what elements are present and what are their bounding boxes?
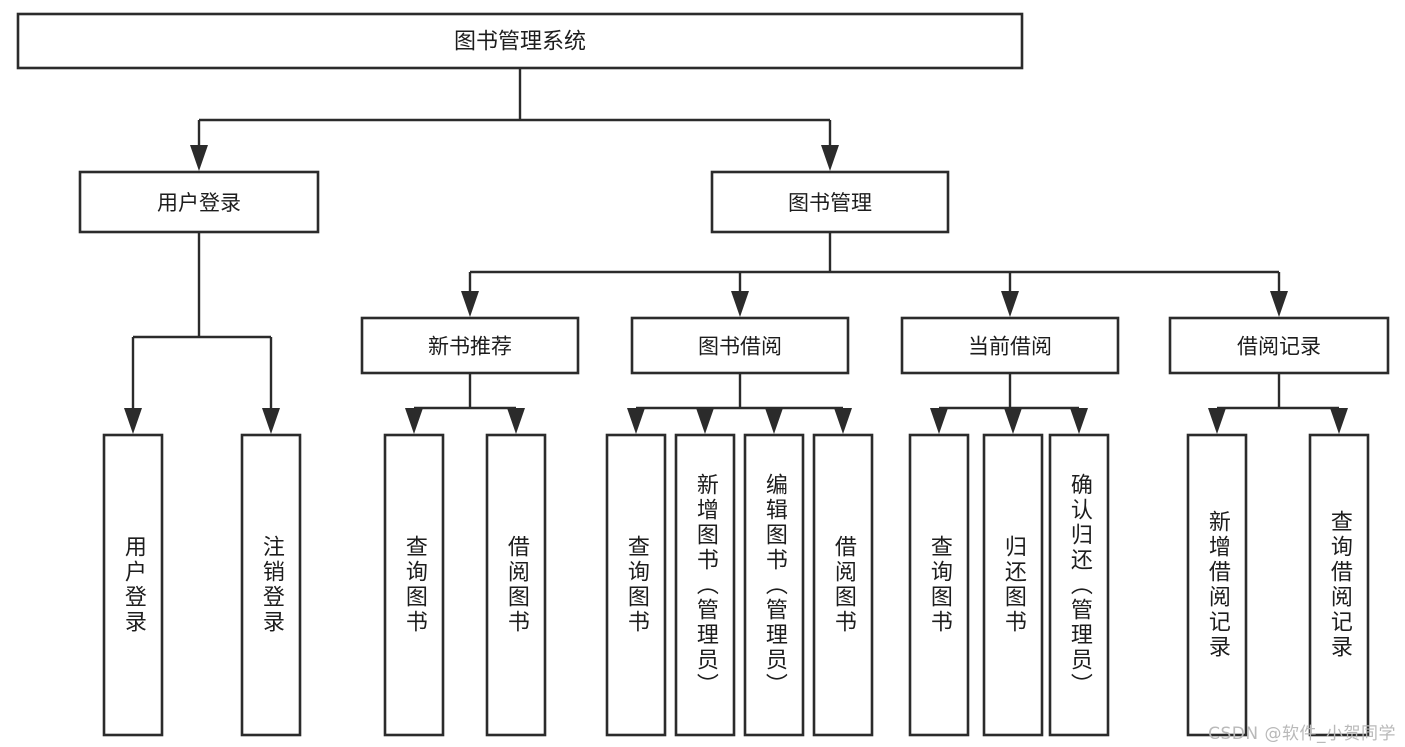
node-label-current-borrow: 当前借阅	[968, 335, 1052, 359]
node-leaf-return-book[interactable]	[982, 433, 1044, 737]
node-leaf-borrow-book-2[interactable]	[812, 433, 874, 737]
node-root[interactable]: 图书管理系统	[16, 12, 1024, 70]
node-current-borrow[interactable]: 当前借阅	[900, 316, 1120, 375]
node-box-leaf-query-book-1[interactable]	[383, 433, 445, 737]
node-user-login[interactable]: 用户登录	[78, 170, 320, 234]
node-box-leaf-confirm-return[interactable]	[1048, 433, 1110, 737]
node-box-current-borrow[interactable]	[900, 316, 1120, 375]
node-label-book-manage: 图书管理	[788, 191, 872, 215]
connector-book-borrow	[627, 373, 852, 434]
node-borrow-record[interactable]: 借阅记录	[1168, 316, 1390, 375]
node-leaf-query-book-3[interactable]	[908, 433, 970, 737]
connector-book-manage	[461, 232, 1288, 317]
node-label-user-login: 用户登录	[157, 191, 241, 215]
node-box-leaf-query-book-3[interactable]	[908, 433, 970, 737]
node-new-book-rec[interactable]: 新书推荐	[360, 316, 580, 375]
node-box-book-manage[interactable]	[710, 170, 950, 234]
watermark-text: CSDN @软件_小贺同学	[1208, 724, 1396, 744]
node-leaf-query-record[interactable]	[1308, 433, 1370, 737]
node-label-borrow-record: 借阅记录	[1237, 335, 1321, 359]
node-book-borrow[interactable]: 图书借阅	[630, 316, 850, 375]
node-box-leaf-query-record[interactable]	[1308, 433, 1370, 737]
connector-borrow-record	[1208, 373, 1348, 434]
node-box-borrow-record[interactable]	[1168, 316, 1390, 375]
node-box-book-borrow[interactable]	[630, 316, 850, 375]
node-leaf-query-book-2[interactable]	[605, 433, 667, 737]
node-box-new-book-rec[interactable]	[360, 316, 580, 375]
node-box-user-login[interactable]	[78, 170, 320, 234]
node-box-leaf-add-book[interactable]	[674, 433, 736, 737]
node-leaf-query-book-1[interactable]	[383, 433, 445, 737]
node-leaf-user-login[interactable]	[102, 433, 164, 737]
node-label-root: 图书管理系统	[454, 30, 586, 55]
node-label-book-borrow: 图书借阅	[698, 335, 782, 359]
node-label-new-book-rec: 新书推荐	[428, 335, 512, 359]
connector-user-login	[124, 232, 280, 434]
node-leaf-logout[interactable]	[240, 433, 302, 737]
node-book-manage[interactable]: 图书管理	[710, 170, 950, 234]
node-leaf-edit-book[interactable]	[743, 433, 805, 737]
node-leaf-confirm-return[interactable]	[1048, 433, 1110, 737]
node-box-leaf-add-record[interactable]	[1186, 433, 1248, 737]
connector-root	[190, 68, 839, 171]
node-box-leaf-query-book-2[interactable]	[605, 433, 667, 737]
node-box-root[interactable]	[16, 12, 1024, 70]
node-leaf-add-book[interactable]	[674, 433, 736, 737]
node-box-leaf-borrow-book-1[interactable]	[485, 433, 547, 737]
node-box-leaf-logout[interactable]	[240, 433, 302, 737]
connector-current-borrow	[930, 373, 1088, 434]
node-box-leaf-user-login[interactable]	[102, 433, 164, 737]
node-box-leaf-edit-book[interactable]	[743, 433, 805, 737]
node-leaf-borrow-book-1[interactable]	[485, 433, 547, 737]
node-leaf-add-record[interactable]	[1186, 433, 1248, 737]
connector-layer	[124, 68, 1348, 434]
connector-new-book-rec	[405, 373, 525, 434]
node-box-leaf-return-book[interactable]	[982, 433, 1044, 737]
node-box-leaf-borrow-book-2[interactable]	[812, 433, 874, 737]
